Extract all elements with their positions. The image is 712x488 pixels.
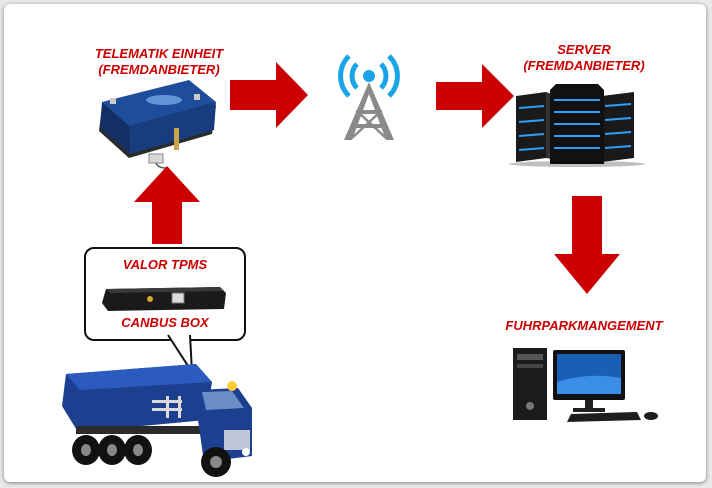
canbus-label: CANBUS BOX [121, 315, 209, 330]
diagram-canvas: TELEMATIK EINHEIT (FREMDANBIETER) SERVER… [4, 4, 706, 482]
telematics-label-line1: TELEMATIK EINHEIT [94, 46, 224, 61]
telematics-label: TELEMATIK EINHEIT (FREMDANBIETER) [74, 46, 244, 78]
server-label-line1: SERVER [557, 42, 611, 57]
server-label: SERVER (FREMDANBIETER) [504, 42, 664, 74]
cell-tower-icon [338, 54, 400, 140]
canbus-callout: VALOR TPMS CANBUS BOX [84, 247, 246, 341]
computer-image [513, 348, 658, 422]
server-label-line2: (FREMDANBIETER) [523, 58, 645, 73]
arrow-canbus-to-device [134, 166, 200, 244]
truck-image [62, 364, 252, 477]
telematics-device-image [99, 80, 216, 169]
canbus-box-image [102, 287, 226, 311]
arrow-tower-to-server [436, 64, 514, 128]
arrow-device-to-tower [230, 62, 308, 128]
telematics-label-line2: (FREMDANBIETER) [98, 62, 220, 77]
fleet-management-label: FUHRPARKMANGEMENT [505, 318, 663, 333]
server-image [509, 84, 645, 167]
arrow-server-to-fleet [554, 196, 620, 294]
tpms-label: VALOR TPMS [122, 257, 208, 272]
